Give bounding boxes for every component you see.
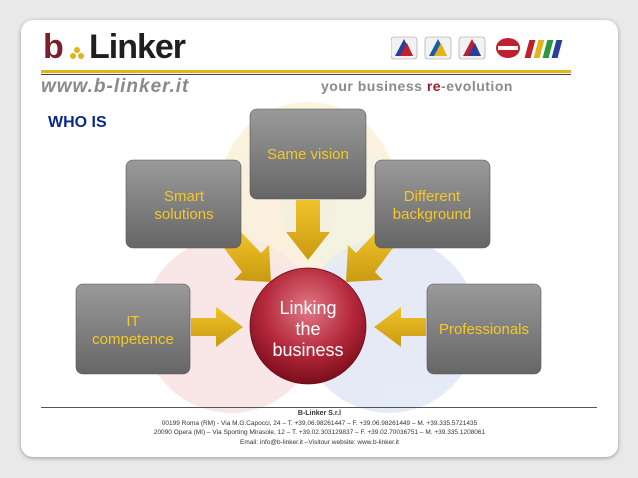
box-smart-solutions-line2: solutions: [154, 206, 213, 223]
box-it-competence-line2: competence: [92, 331, 174, 348]
box-professionals-label: Professionals: [439, 321, 529, 338]
center-circle: Linking the business: [249, 267, 367, 385]
header-divider-gold: [41, 70, 571, 73]
arrow-top: [286, 200, 330, 260]
box-smart-solutions: Smart solutions: [125, 159, 242, 249]
footer: B-Linker S.r.l 00199 Roma (RM) - Via M.G…: [21, 409, 618, 447]
section-title: WHO IS: [48, 114, 107, 131]
header-divider-dark: [41, 74, 571, 75]
footer-contact: Email: info@b-linker.it –Visitour websit…: [240, 438, 399, 446]
arrow-left: [191, 307, 243, 347]
box-different-background: Different background: [374, 159, 491, 249]
footer-company: B-Linker S.r.l: [297, 410, 342, 417]
box-same-vision-label: Same vision: [267, 146, 349, 163]
center-label-line3: business: [272, 340, 343, 360]
center-label-line1: Linking: [279, 298, 336, 318]
box-different-background-line2: background: [393, 206, 471, 223]
triangle-logo-icon-3: [458, 36, 486, 60]
who-is-diagram: Same vision Smart solutions Different ba…: [75, 102, 542, 413]
tagline-prefix: your business: [321, 78, 427, 94]
color-bars-logo-icon: [524, 40, 563, 58]
footer-address-rome: 00199 Roma (RM) - Via M.G.Capocci, 24 – …: [161, 419, 478, 427]
center-label-line2: the: [295, 319, 320, 339]
footer-address-opera: 20090 Opera (MI) – Via Sporting Mirasole…: [153, 429, 486, 436]
box-different-background-line1: Different: [404, 188, 461, 205]
tagline-re: re: [426, 78, 442, 94]
box-professionals: Professionals: [426, 283, 542, 375]
arrow-right: [374, 307, 426, 347]
box-same-vision: Same vision: [249, 108, 367, 200]
box-it-competence: IT competence: [75, 283, 191, 375]
tagline-suffix: -evolution: [441, 78, 513, 94]
slide: b Linker www: [21, 20, 618, 457]
tagline: your business re-evolution: [321, 78, 513, 94]
partner-logos: [391, 36, 563, 60]
box-smart-solutions-line1: Smart: [164, 188, 205, 205]
footer-divider: [41, 407, 597, 408]
logo-b: b: [43, 28, 64, 66]
red-round-logo-icon: [496, 38, 520, 58]
box-it-competence-line1: IT: [126, 313, 139, 330]
logo-linker: Linker: [89, 28, 186, 66]
website-url: www.b-linker.it: [41, 76, 190, 97]
triangle-logo-icon: [391, 36, 418, 60]
logo-dots-icon: [70, 47, 84, 59]
triangle-logo-icon-2: [424, 36, 452, 60]
